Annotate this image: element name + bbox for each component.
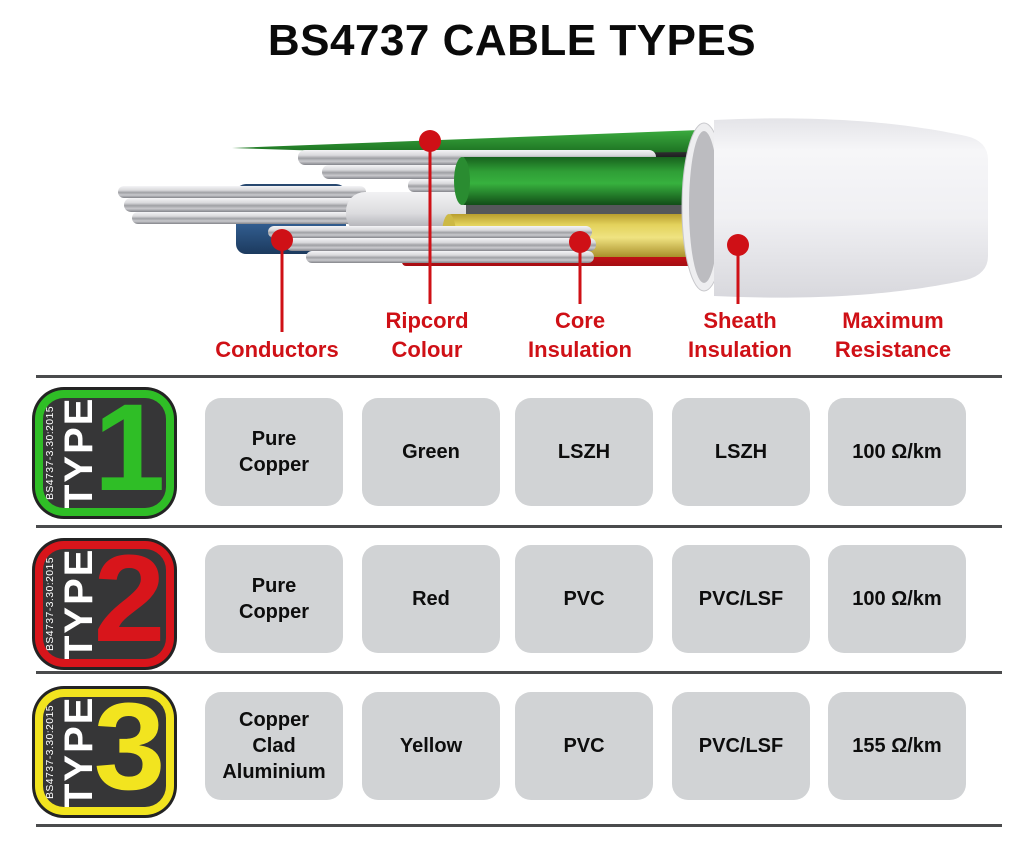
divider-line [36,375,1002,378]
type-1-standard-text: BS4737-3.30:2015 [44,406,56,500]
cell-type3-ripcord: Yellow [362,692,500,800]
braid-green-layer [232,130,700,154]
page-title: BS4737 CABLE TYPES [267,16,757,65]
type-3-standard-text: BS4737-3.30:2015 [44,705,56,799]
cell-type2-resistance: 100 Ω/km [828,545,966,653]
type-2-number: 2 [93,549,166,659]
conductors-dot [271,229,293,251]
cell-type1-ripcord: Green [362,398,500,506]
sheath-white [681,118,988,298]
conductors-lower-bundle [268,226,596,263]
ripcord-dot [419,130,441,152]
divider-line [36,525,1002,528]
sheath-dot [727,234,749,256]
type-1-badge-ring: BS4737-3.30:2015 TYPE 1 [35,390,174,516]
cell-type2-core: PVC [515,545,653,653]
type-2-badge: BS4737-3.30:2015 TYPE 2 [32,538,177,670]
cell-type2-sheath: PVC/LSF [672,545,810,653]
cell-type1-sheath: LSZH [672,398,810,506]
type-2-standard-text: BS4737-3.30:2015 [44,557,56,651]
cell-type1-conductors: Pure Copper [205,398,343,506]
core-dot [569,231,591,253]
divider-line [36,671,1002,674]
divider-line [36,824,1002,827]
type-3-number: 3 [93,697,166,807]
type-2-badge-ring: BS4737-3.30:2015 TYPE 2 [35,541,174,667]
type-1-badge: BS4737-3.30:2015 TYPE 1 [32,387,177,519]
cell-type3-sheath: PVC/LSF [672,692,810,800]
cell-type3-conductors: Copper Clad Aluminium [205,692,343,800]
core-filler [466,205,710,216]
type-1-number: 1 [93,398,166,508]
cell-type2-ripcord: Red [362,545,500,653]
cell-type3-core: PVC [515,692,653,800]
cell-type1-resistance: 100 Ω/km [828,398,966,506]
callout-dots [271,130,749,256]
type-3-badge: BS4737-3.30:2015 TYPE 3 [32,686,177,818]
cell-type3-resistance: 155 Ω/km [828,692,966,800]
conductors-left-bundle [118,186,370,224]
cell-type1-core: LSZH [515,398,653,506]
cable-diagram [118,118,988,332]
type-3-badge-ring: BS4737-3.30:2015 TYPE 3 [35,689,174,815]
core-insulation-green [454,157,710,205]
cell-type2-conductors: Pure Copper [205,545,343,653]
